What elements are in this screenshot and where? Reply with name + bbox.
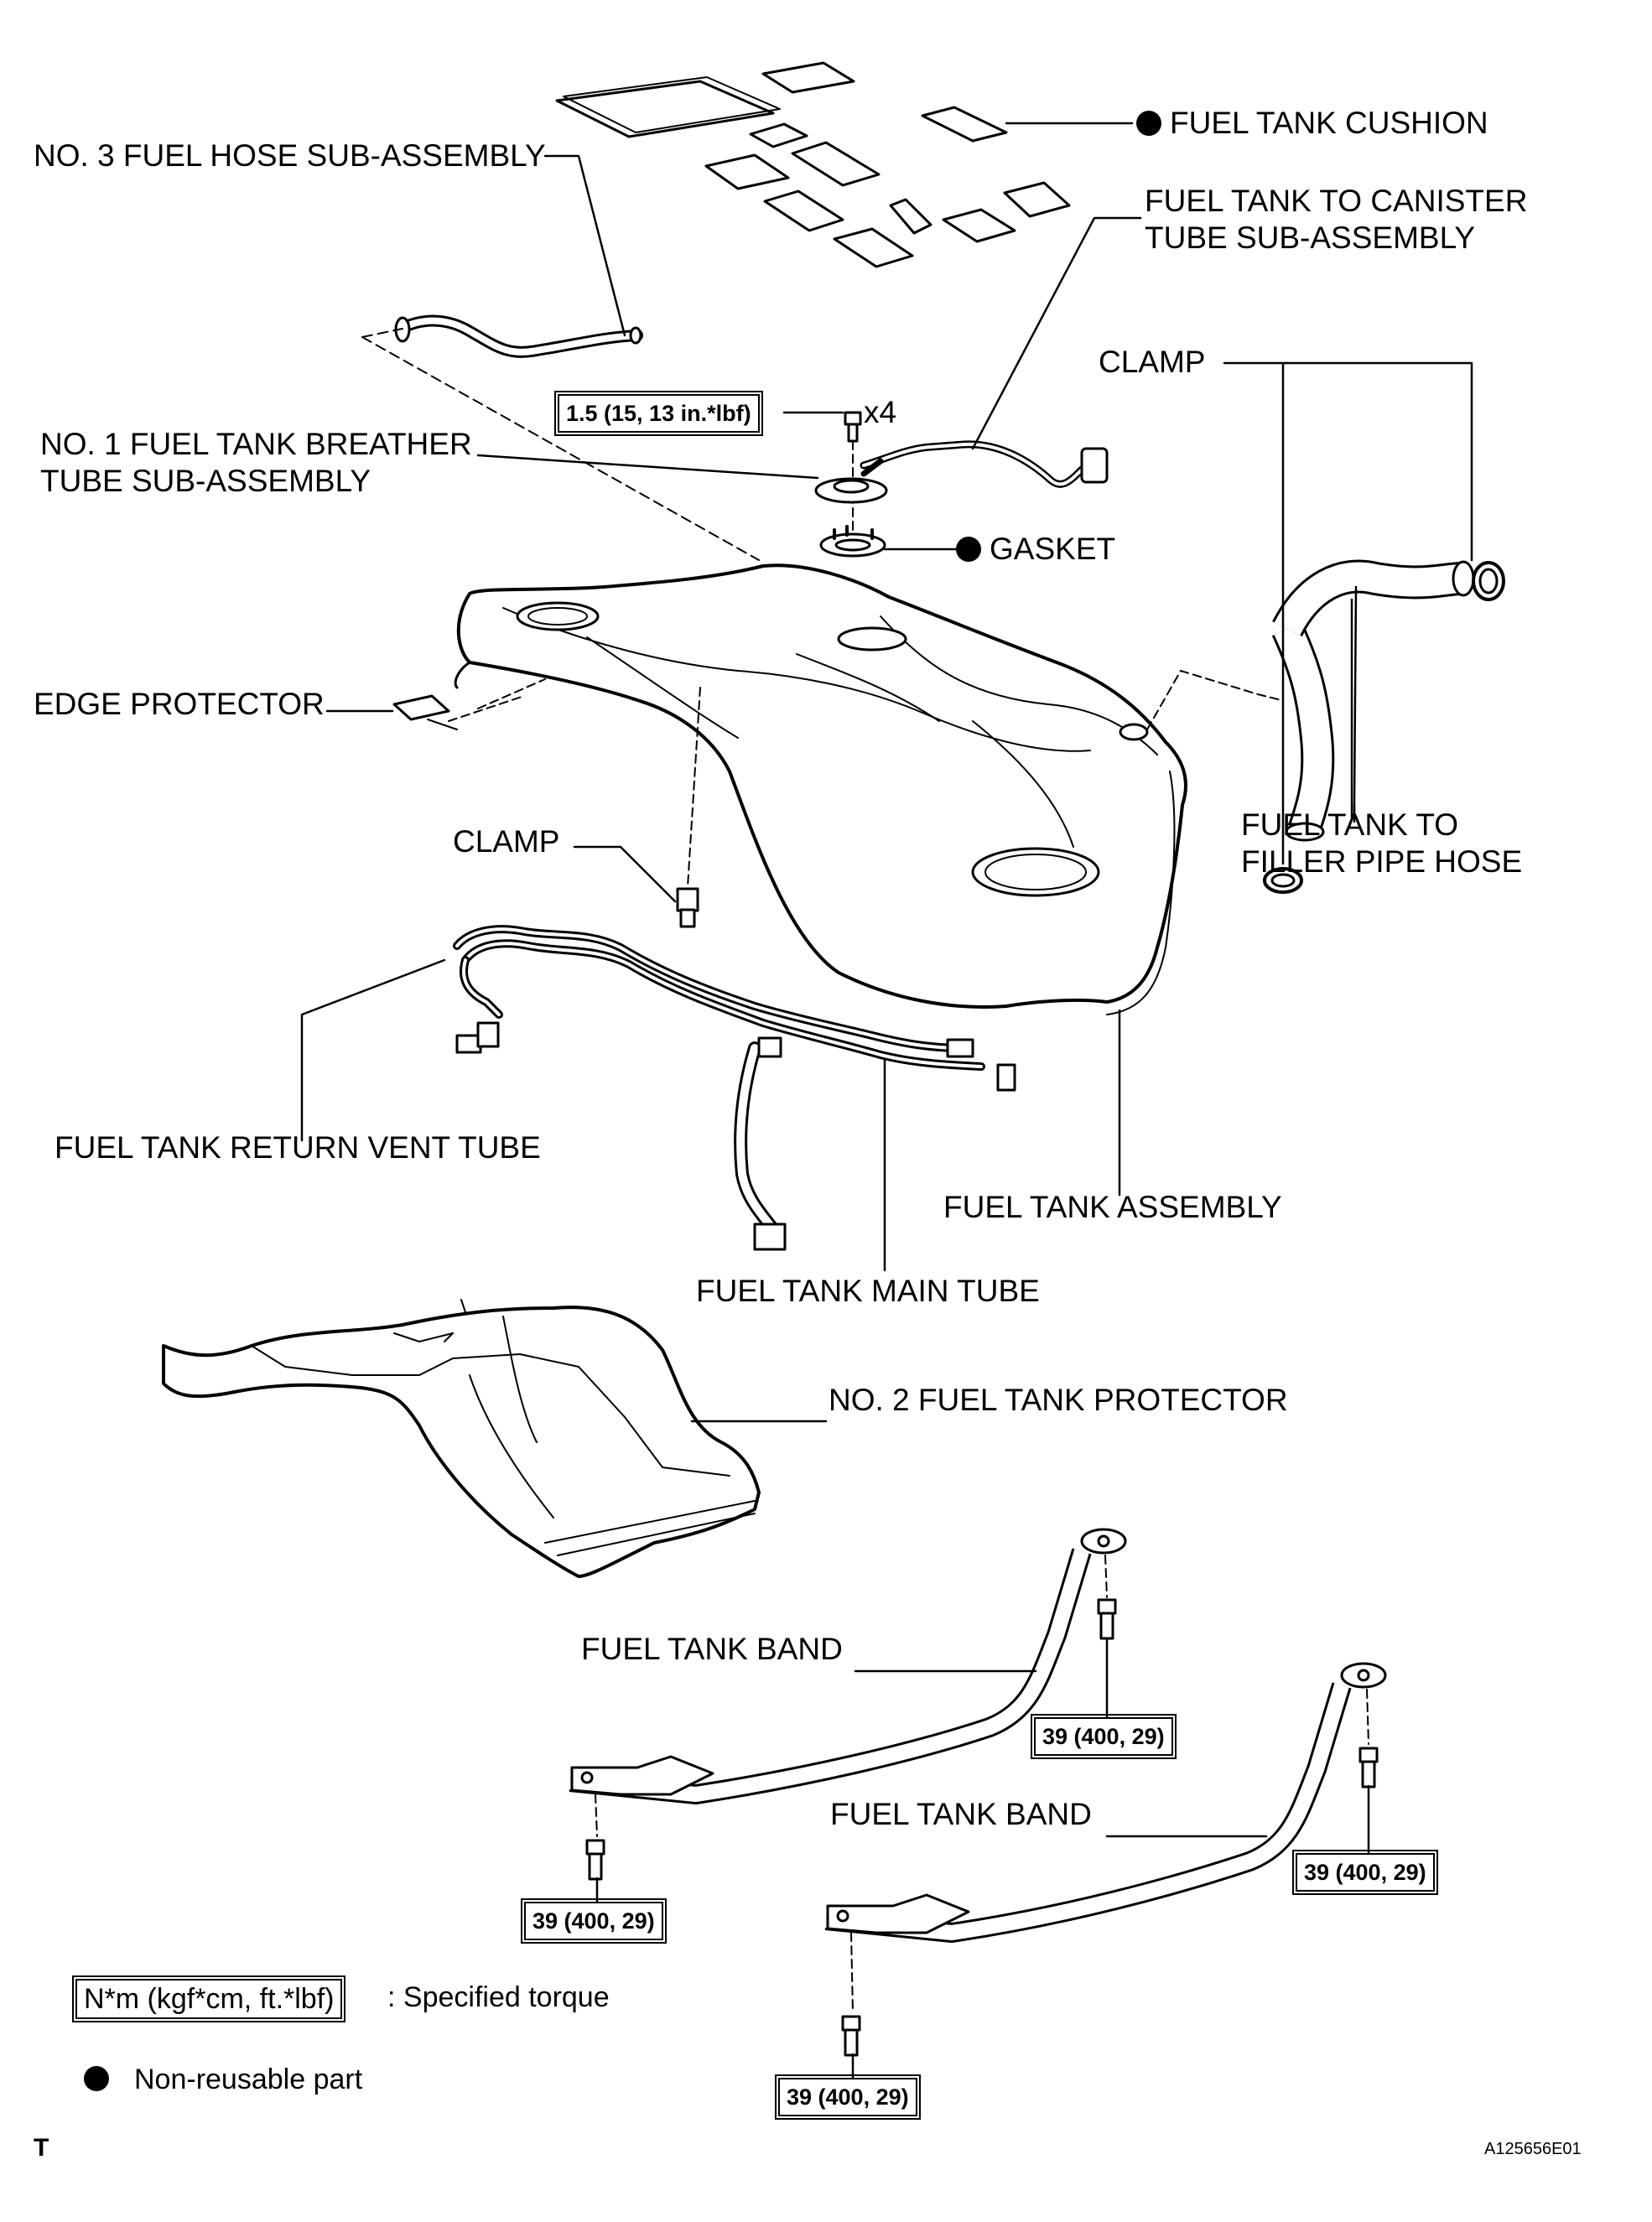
label-fuel-tank-cushion: FUEL TANK CUSHION	[1136, 105, 1488, 142]
torque-band-upper-front: 39 (400, 29)	[521, 1898, 667, 1944]
label-clamp-lower: CLAMP	[453, 824, 560, 859]
fuel-tank-body	[454, 563, 1187, 1015]
label-edge-protector: EDGE PROTECTOR	[34, 687, 325, 721]
label-canister-tube-line2: TUBE SUB-ASSEMBLY	[1145, 221, 1476, 255]
torque-band-lower-rear: 39 (400, 29)	[1292, 1850, 1438, 1895]
filler-pipe-hose	[1271, 559, 1475, 842]
legend-nonreusable: Non-reusable part	[84, 2061, 362, 2098]
gasket-ring	[819, 525, 886, 558]
filler-hose-clamp-upper	[1472, 561, 1505, 601]
nonreusable-dot-icon	[1136, 111, 1161, 136]
legend-torque-unit: N*m (kgf*cm, ft.*lbf)	[71, 1975, 346, 2022]
tank-clamp	[676, 887, 699, 928]
label-gasket: GASKET	[956, 531, 1115, 568]
band-upper-rear-bolt	[1097, 1598, 1117, 1640]
label-filler-hose-line2: FILLER PIPE HOSE	[1241, 844, 1523, 879]
fuel-tank-cushion-pads	[555, 61, 1071, 268]
label-breather-tube-line1: NO. 1 FUEL TANK BREATHER	[40, 427, 472, 461]
label-filler-hose-line1: FUEL TANK TO	[1241, 807, 1459, 842]
label-main-tube: FUEL TANK MAIN TUBE	[696, 1274, 1040, 1308]
label-return-vent-tube: FUEL TANK RETURN VENT TUBE	[55, 1130, 541, 1165]
breather-tube-flange	[814, 458, 888, 504]
label-breather-qty: x4	[864, 395, 897, 429]
label-fuel-tank-assembly: FUEL TANK ASSEMBLY	[943, 1190, 1282, 1224]
figure-id: A125656E01	[1484, 2140, 1582, 2158]
label-band-upper: FUEL TANK BAND	[581, 1632, 843, 1666]
fuel-tank-band-upper	[569, 1528, 1127, 1804]
canister-tube	[860, 440, 1109, 488]
edge-protector	[392, 694, 458, 730]
legend-torque-desc: : Specified torque	[387, 1981, 610, 2013]
label-no2-protector: NO. 2 FUEL TANK PROTECTOR	[829, 1383, 1288, 1417]
label-clamp-upper: CLAMP	[1099, 345, 1206, 379]
fuel-tank-band-lower	[824, 1662, 1387, 1943]
band-lower-front-bolt	[841, 2015, 861, 2057]
no3-fuel-hose	[394, 314, 643, 358]
filler-hose-clamp-lower	[1263, 867, 1303, 894]
nonreusable-dot-icon	[84, 2066, 109, 2091]
footer-left-mark: T	[34, 2134, 49, 2162]
band-upper-front-bolt	[585, 1839, 605, 1881]
label-canister-tube-line1: FUEL TANK TO CANISTER	[1145, 184, 1528, 218]
breather-bolt	[844, 411, 862, 443]
band-lower-rear-bolt	[1358, 1747, 1379, 1789]
torque-band-lower-front: 39 (400, 29)	[775, 2074, 921, 2120]
no2-fuel-tank-protector	[162, 1299, 761, 1578]
torque-breather-bolt: 1.5 (15, 13 in.*lbf)	[554, 391, 763, 436]
torque-band-upper-rear: 39 (400, 29)	[1031, 1714, 1177, 1759]
label-no3-fuel-hose: NO. 3 FUEL HOSE SUB-ASSEMBLY	[34, 138, 546, 173]
label-breather-tube-line2: TUBE SUB-ASSEMBLY	[40, 464, 371, 498]
nonreusable-dot-icon	[956, 537, 981, 562]
fuel-tank-tubes	[453, 925, 1016, 1251]
leader-lines	[300, 122, 1473, 2081]
label-band-lower: FUEL TANK BAND	[830, 1797, 1092, 1831]
